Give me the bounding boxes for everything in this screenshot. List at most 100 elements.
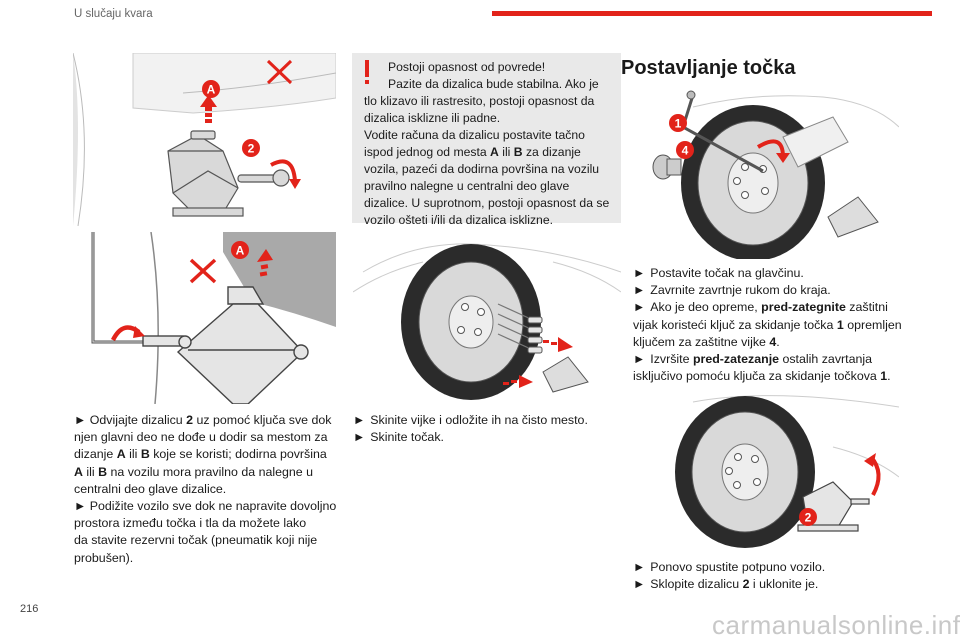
left-line-4: A ili B na vozilu mora pravilno da naleg… [74,464,344,481]
left-line-5: centralni deo glave dizalice. [74,481,227,496]
text-run: na vozilu mora pravilno da nalegne u [107,464,314,479]
bullet-arrow: ► [353,413,366,427]
text-run: Skinite točak. [370,430,444,445]
text-run: A [116,447,126,462]
bullet-arrow: ► [633,560,646,574]
left-line-9: probušen). [74,550,134,565]
text-run: pred-zategnite [761,300,846,315]
text-run: dizanje [74,447,117,462]
right-instructions-1: ► Postavite točak na glavčinu. ► Zavrnite … [633,265,903,385]
bullet-arrow: ► [633,283,646,298]
forbidden-point-icon [189,258,217,284]
label-1: 1 [675,117,682,131]
text-run: Ponovo spustite potpuno vozilo. [650,560,826,574]
text-run: 2 [742,577,750,592]
bullet-arrow: ► [633,266,646,280]
bullet-arrow: ► [633,352,646,367]
right-step-4: ► Izvršite pred-zatezanje ostalih zavrtan… [633,351,903,368]
text-run: 4 [769,334,777,349]
text-run: 1 [836,317,844,332]
left-line-2: njen glavni deo ne dođe u dodir sa mesto… [74,430,328,445]
left-line-1: ► Odvijajte dizalicu 2 uz pomoć ključa s… [74,412,344,429]
text-run: isključivo pomoću ključa za skidanje toč… [633,369,881,384]
middle-step-1: ► Skinite vijke i odložite ih na čisto me… [353,412,621,429]
right-step-4-cont: isključivo pomoću ključa za skidanje toč… [633,368,903,385]
warning-line-3: tlo klizavo ili rastresito, postoji opas… [364,94,595,108]
figure-jack-crank: A [73,232,336,404]
warning-line-2: Pazite da dizalica bude stabilna. Ako je [388,77,599,91]
text-run: . [776,334,780,349]
warning-line-9: dizalice. U suprotnom, postoji opasnost … [364,196,610,210]
warning-line-7: vozila, pazeći da dodirna površina na vo… [364,162,600,176]
left-line-3: dizanje A ili B koje se koristi; dodirna… [74,446,344,463]
left-instructions: ► Odvijajte dizalicu 2 uz pomoć ključa s… [74,412,344,567]
warning-line-5: Vodite računa da dizalicu postavite tačn… [364,128,585,142]
text-run: 2 [186,413,194,427]
bullet-arrow: ► [633,300,646,315]
text-run: 1 [880,369,888,384]
warning-line-4: dizalica isklizne ili padne. [364,111,501,125]
left-line-7: prostora između točka i tla da možete la… [74,516,307,531]
watermark: carmanualsonline.info [712,610,960,640]
text-run: Postavite točak na glavčinu. [650,266,804,280]
right-step-1: ► Postavite točak na glavčinu. [633,265,903,282]
figure-wheel-removal [353,232,621,404]
text-run: A [74,464,83,479]
figure-jack-under-sill: A 2 [73,53,336,226]
jack-crank-illustration: A [73,232,336,404]
text-run: opremljen [843,317,902,332]
text-run: . [887,369,891,384]
text-run: ispod jednog od mesta [364,145,491,159]
warning-line-6: ispod jednog od mesta A ili B za dizanje [364,144,613,161]
right-step-3-cont: vijak koristeći ključ za skidanje točka … [633,317,903,334]
right-step-3-cont2: ključem za zaštitne vijke 4. [633,334,903,351]
text-run: Sklopite dizalicu [650,577,743,592]
wheel-fitting-illustration: 1 4 [633,87,899,259]
text-run: pred-zatezanje [692,352,780,367]
text-run: B [140,447,150,462]
text-run: Odvijajte dizalicu [89,413,187,427]
warning-line-10: vozilo ošteti i/ili da dizalica isklizne… [364,213,553,227]
bullet-arrow: ► [74,413,90,427]
text-run: ili [125,447,141,462]
page-number: 216 [20,603,39,615]
text-run: Ako je deo opreme, [650,300,762,315]
right-step-5: ► Ponovo spustite potpuno vozilo. [633,559,903,576]
running-header: U slučaju kvara [74,8,153,20]
right-step-6: ► Sklopite dizalicu 2 i uklonite je. [633,576,903,593]
text-run: za dizanje [522,145,581,159]
text-run: ostalih zavrtanja [779,352,873,367]
text-run: A [490,145,499,159]
figure-wheel-fitting: 1 4 [633,87,899,259]
jack-under-sill-illustration: A 2 [73,53,336,226]
label-2: 2 [248,142,255,156]
text-run: Skinite vijke i odložite ih na čisto mes… [370,413,588,427]
header-accent-bar [492,11,932,16]
label-A: A [236,244,245,258]
warning-line-8: pravilno nalegne u centralni deo glave [364,179,570,193]
label-A: A [207,83,216,97]
middle-step-2: ► Skinite točak. [353,429,621,446]
wheel-removal-illustration [353,232,621,404]
text-run: Zavrnite zavrtnje rukom do kraja. [650,283,831,298]
text-run: ključem za zaštitne vijke [633,334,770,349]
right-step-2: ► Zavrnite zavrtnje rukom do kraja. [633,282,903,299]
bullet-arrow: ► [633,577,646,592]
bullet-arrow: ► [74,499,90,514]
bullet-arrow: ► [353,430,366,445]
text-run: ili [498,145,514,159]
left-line-6: ► Podižite vozilo sve dok ne napravite d… [74,498,344,515]
text-run: uz pomoć ključa sve dok [193,413,332,427]
text-run: Izvršite [650,352,693,367]
text-run: Podižite vozilo sve dok ne napravite dov… [89,499,337,514]
right-instructions-2: ► Ponovo spustite potpuno vozilo. ► Sklopi… [633,559,903,593]
warning-line-1: Postoji opasnost od povrede! [388,60,546,74]
text-run: koje se koristi; dodirna površina [149,447,327,462]
right-step-3: ►Ako je deo opreme, pred-zategnite zašti… [633,299,903,316]
text-run: i uklonite je. [749,577,819,592]
middle-instructions: ► Skinite vijke i odložite ih na čisto me… [353,412,621,446]
exclamation-icon [365,60,369,84]
section-title: Postavljanje točka [621,57,796,79]
text-run: ili [82,464,99,479]
label-2: 2 [805,511,812,525]
